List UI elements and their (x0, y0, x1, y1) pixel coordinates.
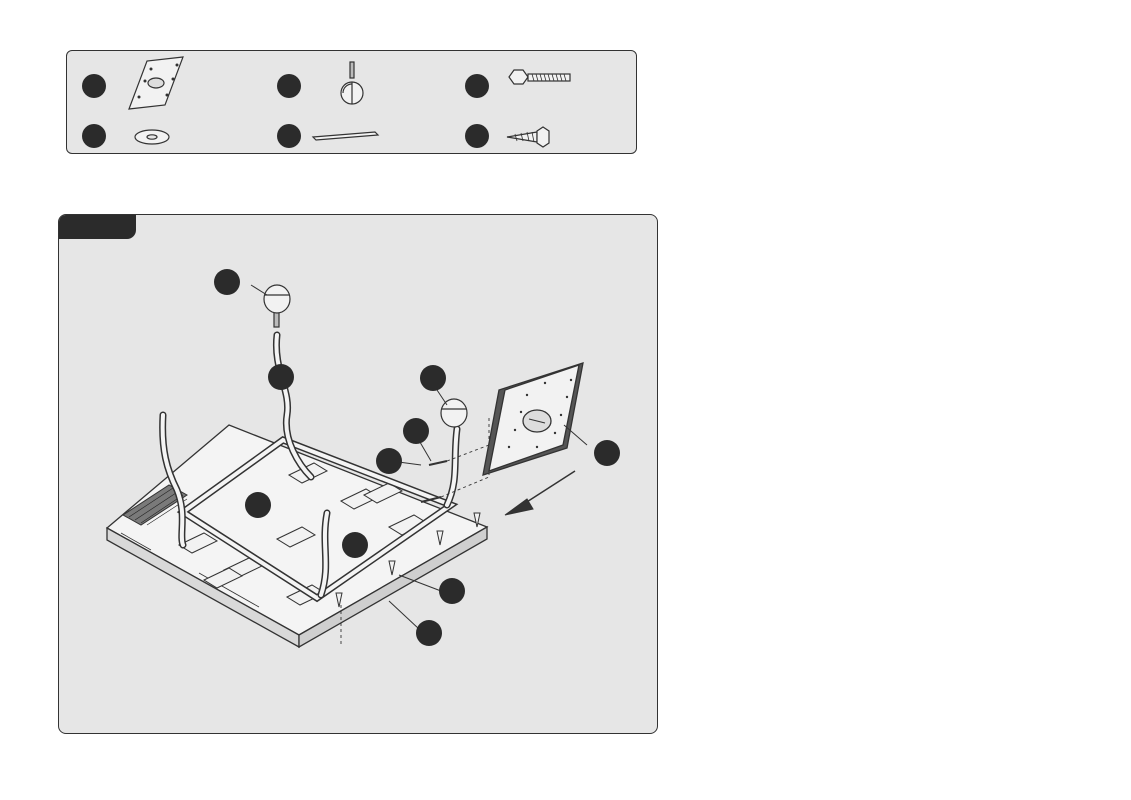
callout-badge (214, 269, 620, 646)
part-badge (465, 74, 489, 98)
assembly-diagram (105, 269, 620, 649)
allen-key-icon (311, 131, 380, 141)
foam-pad (122, 484, 188, 526)
parts-list-panel (66, 50, 637, 154)
caster-wheel (263, 284, 291, 328)
hex-bolt-icon (508, 69, 571, 85)
part-badge (465, 124, 489, 148)
part-badge (277, 124, 301, 148)
caster-wheel-icon (340, 61, 364, 105)
part-badge (82, 124, 106, 148)
caster-wheel (440, 398, 468, 428)
part-badge (277, 74, 301, 98)
mounting-plate-icon (128, 56, 184, 110)
steel-frame (159, 331, 461, 603)
screw (335, 512, 481, 608)
wood-screw-icon (506, 126, 550, 148)
mounting-plate (482, 362, 584, 476)
step-number-tab (59, 215, 136, 239)
part-badge (82, 74, 106, 98)
assembly-step-panel (58, 214, 658, 734)
direction-arrow (504, 470, 576, 516)
bolt (420, 460, 448, 503)
parts-list-drawing (82, 56, 571, 148)
washer-icon (134, 129, 170, 145)
